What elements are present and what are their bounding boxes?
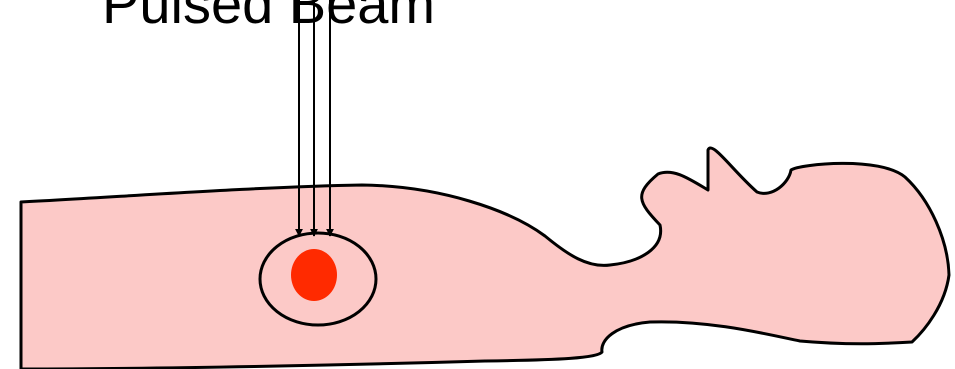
beam-label: Pulsed Beam bbox=[102, 0, 435, 32]
patient-body-silhouette bbox=[21, 148, 949, 369]
tumor-target bbox=[291, 249, 337, 301]
